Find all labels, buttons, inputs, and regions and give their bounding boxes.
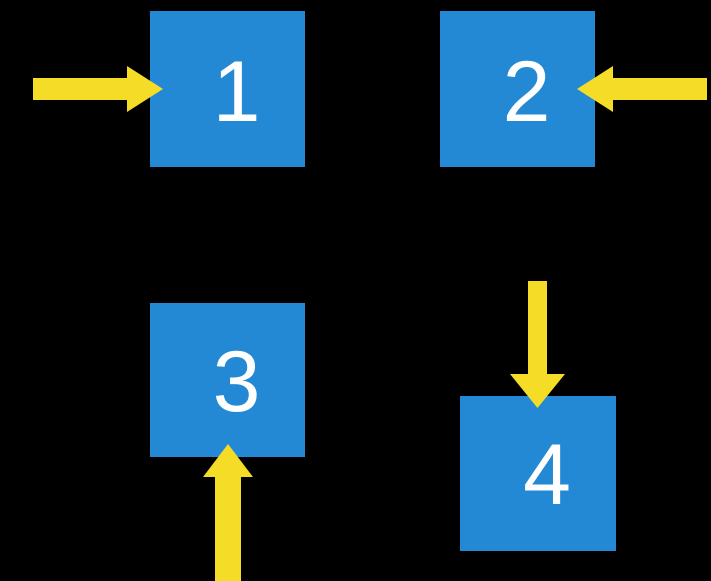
node-label-4: 4 bbox=[523, 427, 571, 523]
arrow-right-icon bbox=[33, 66, 163, 112]
node-box-1[interactable]: 1 bbox=[150, 11, 305, 167]
node-label-3: 3 bbox=[212, 334, 261, 430]
node-box-2[interactable]: 2 bbox=[440, 11, 595, 167]
node-label-1: 1 bbox=[212, 44, 261, 140]
arrow-up-icon bbox=[203, 444, 253, 581]
arrow-left-icon bbox=[577, 66, 707, 112]
node-box-3[interactable]: 3 bbox=[150, 303, 305, 457]
node-label-2: 2 bbox=[502, 44, 551, 140]
arrow-down-icon bbox=[510, 281, 565, 408]
node-box-4[interactable]: 4 bbox=[460, 396, 616, 551]
